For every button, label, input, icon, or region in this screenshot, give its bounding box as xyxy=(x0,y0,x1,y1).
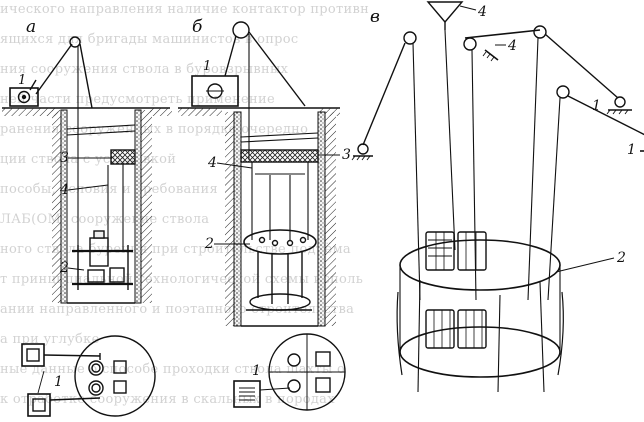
panel-v-top-sheave-4 xyxy=(426,1,464,251)
panel-v-label-4-beam: 4 xyxy=(507,38,517,54)
panel-b-plan-view xyxy=(233,333,346,411)
background-text-line: ния сооружения ствола в буровзрывных xyxy=(0,62,289,77)
panel-a-protective-shelf xyxy=(110,149,136,165)
panel-a-ground-surface xyxy=(2,107,172,116)
panel-a-letter: а xyxy=(26,17,36,37)
background-text-line: ании направленного и поэтапного строител… xyxy=(0,302,355,317)
background-text-line: ней части предусмотреть применение xyxy=(0,92,275,107)
panel-v-left-headframe xyxy=(351,31,421,301)
panel-a: а xyxy=(2,17,172,417)
panel-a-label-3: 3 xyxy=(60,150,69,166)
panel-a-label-1-top: 1 xyxy=(18,73,26,88)
background-text-line: ящихся для бригады машинистов в опрос xyxy=(0,32,299,47)
panel-b-label-1-top: 1 xyxy=(203,59,211,74)
panel-a-working-platform xyxy=(72,230,133,290)
panel-b-winch xyxy=(191,75,239,107)
panel-b-ground-surface xyxy=(178,107,340,116)
panel-a-label-1-plan: 1 xyxy=(54,374,63,390)
panel-v-suspended-stage xyxy=(396,231,564,393)
panel-v-letter: в xyxy=(370,7,380,27)
panel-a-label-4: 4 xyxy=(59,182,69,198)
panel-a-plan-view xyxy=(21,335,156,417)
background-text-line: ического направления наличие контактор п… xyxy=(0,2,370,17)
panel-v-central-beam xyxy=(463,29,541,301)
panel-b-shaft-walls xyxy=(225,111,336,327)
panel-v-label-1-lower: 1 xyxy=(627,142,636,158)
panel-v-label-1-upper: 1 xyxy=(592,98,601,114)
panel-b-protective-shelf xyxy=(240,149,319,163)
panel-a-winch xyxy=(9,79,39,107)
panel-b-label-3: 3 xyxy=(342,147,351,163)
panel-b-label-2: 2 xyxy=(204,236,214,252)
panel-a-label-2: 2 xyxy=(59,260,69,276)
panel-b-label-1-plan: 1 xyxy=(252,363,261,379)
panel-b-working-platform xyxy=(243,229,317,311)
panel-v: в xyxy=(351,1,644,393)
panel-a-shaft-walls xyxy=(52,109,152,304)
panel-v-label-2: 2 xyxy=(616,250,626,266)
panel-b: б xyxy=(178,17,351,411)
panel-b-headframe xyxy=(224,21,306,160)
panel-b-letter: б xyxy=(192,17,203,37)
background-text-line: ные данные о способе проходки ствола шах… xyxy=(0,362,346,377)
panel-v-right-headframe xyxy=(527,25,644,301)
panel-b-label-4: 4 xyxy=(207,155,217,171)
panel-v-label-4-top: 4 xyxy=(477,4,487,20)
